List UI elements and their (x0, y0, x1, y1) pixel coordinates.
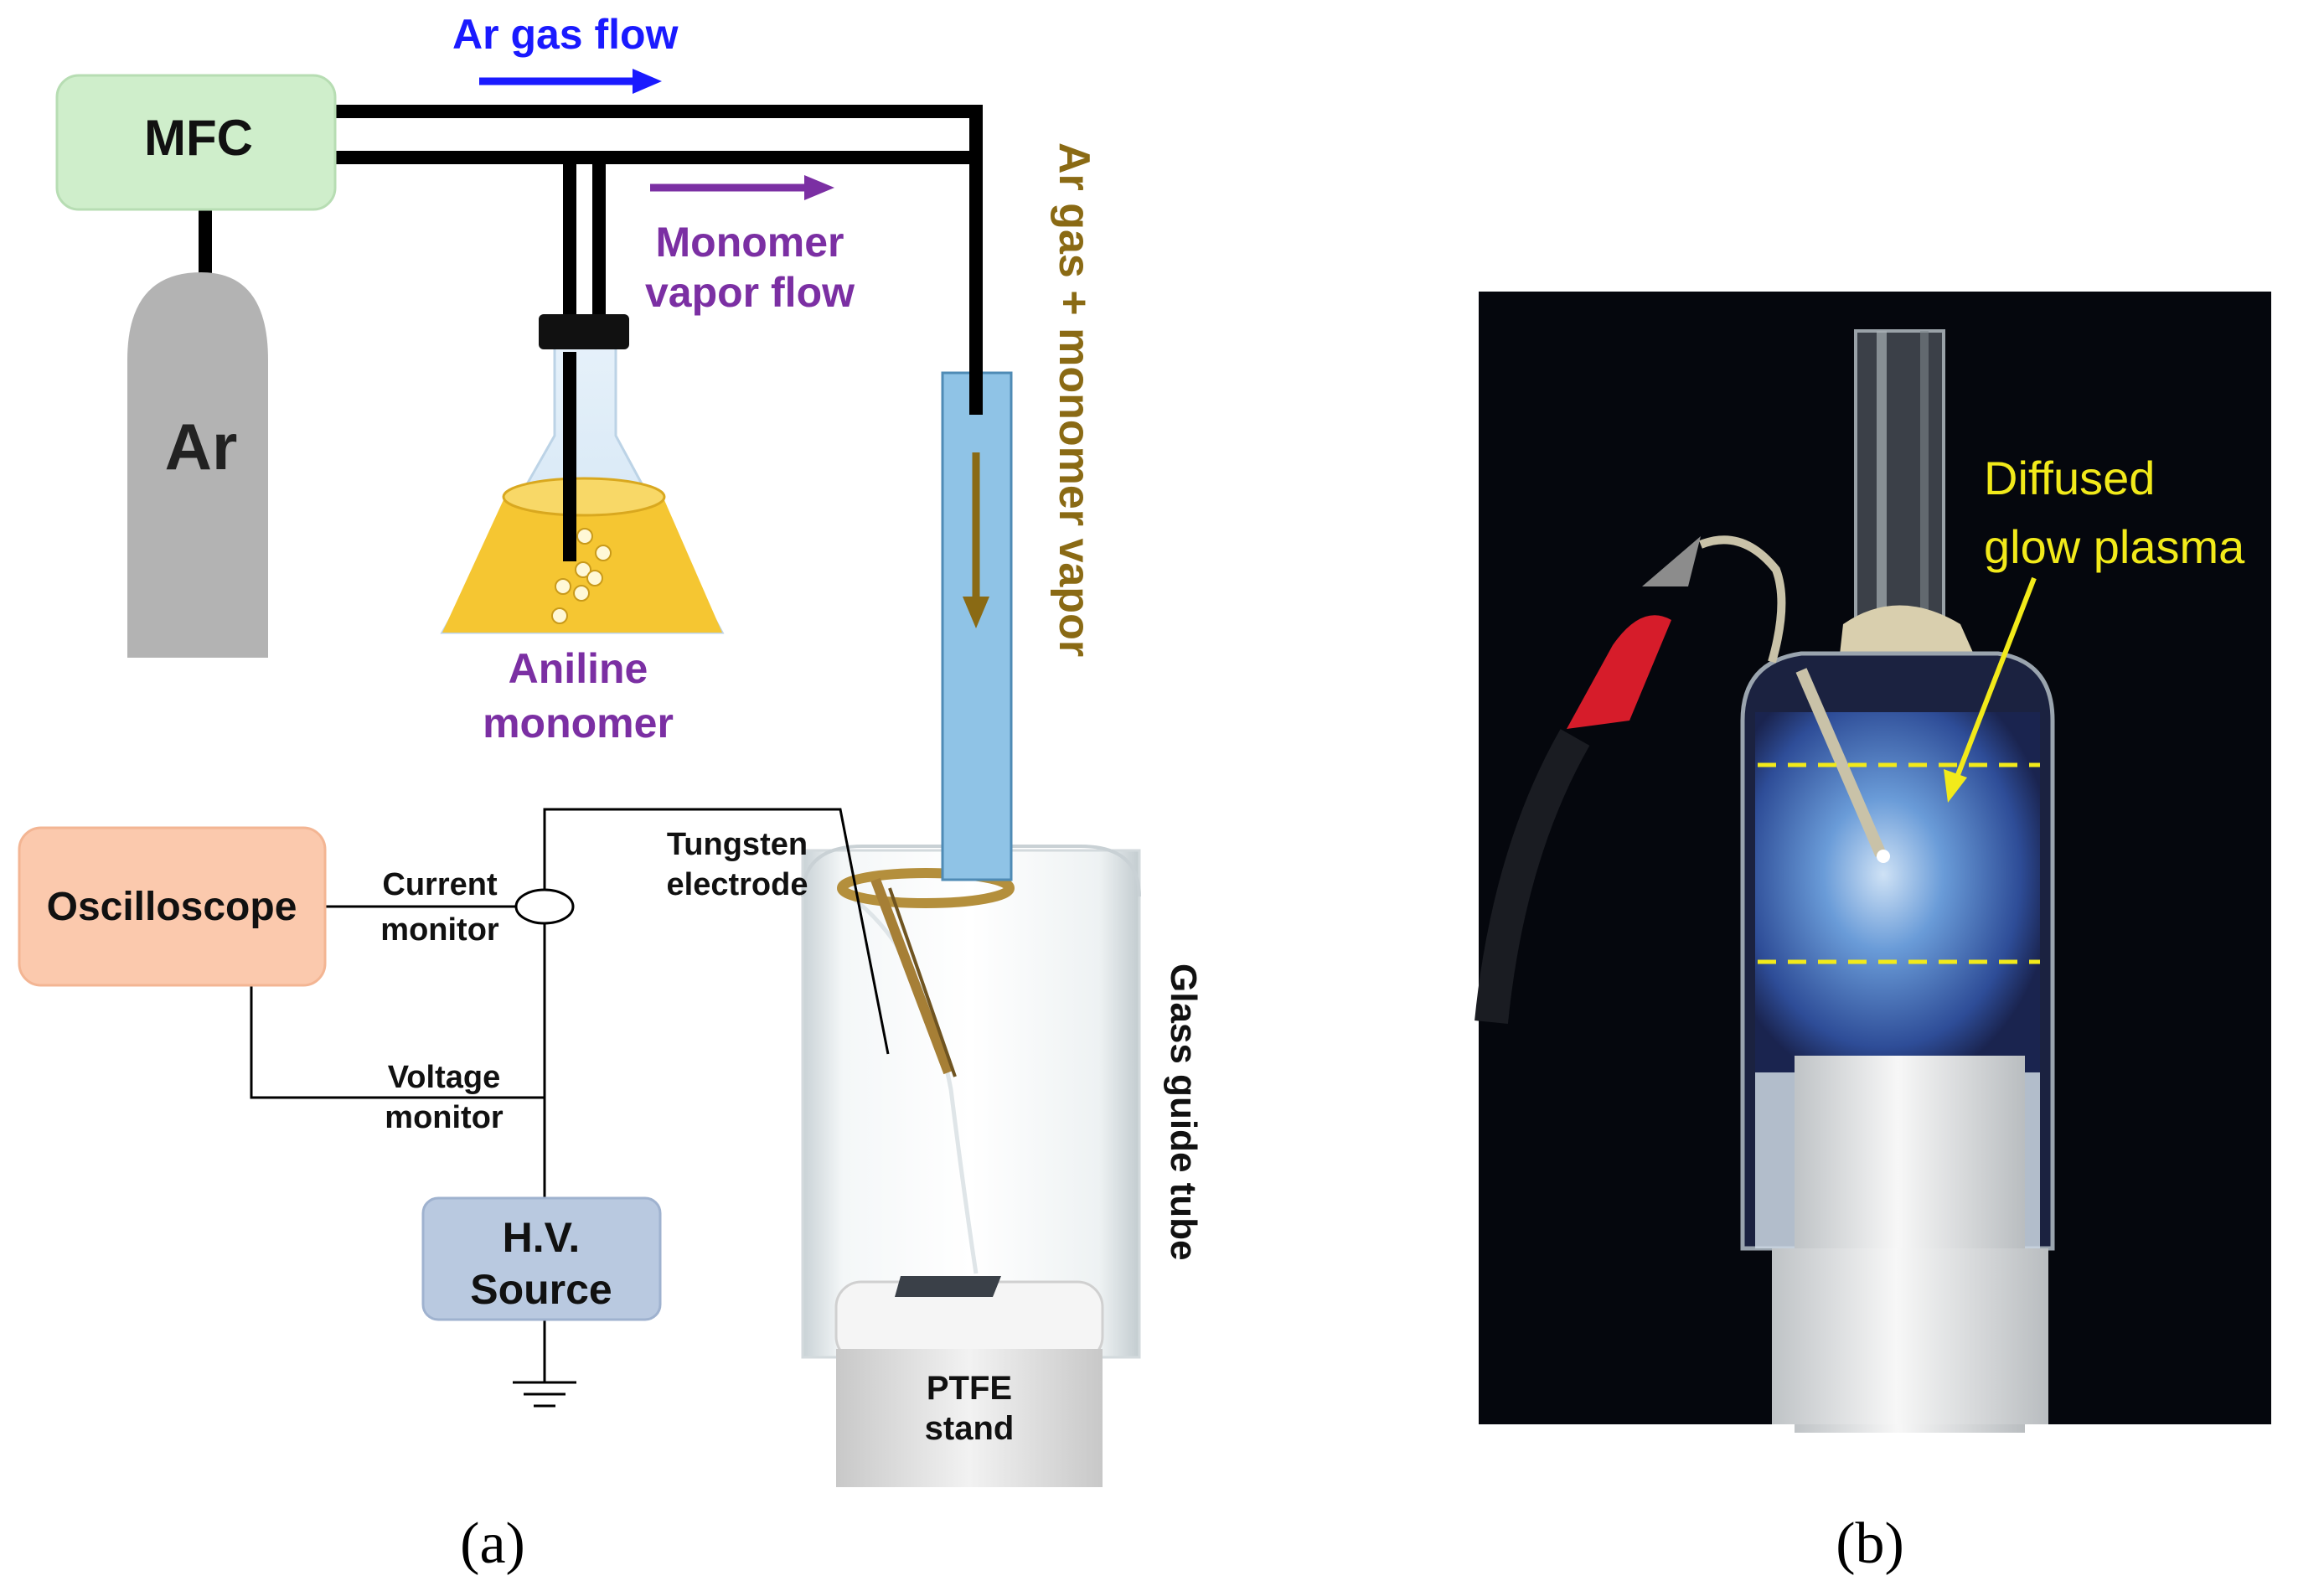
ar-gas-flow-label: Ar gas flow (452, 11, 679, 58)
erlenmeyer-flask (440, 338, 725, 634)
mixed-flow-label: Ar gas + monomer vapor (1050, 142, 1098, 657)
photo-ptfe-base (1772, 1248, 2048, 1424)
photo-wire (1699, 535, 1786, 664)
ar-cylinder (127, 272, 268, 658)
glass-guide-tube (801, 845, 1141, 1363)
current-monitor-coil (514, 888, 575, 925)
hv-source-label-2: Source (470, 1266, 612, 1313)
current-monitor-label-1: Current (382, 867, 498, 902)
photo-cable (1474, 729, 1590, 1024)
aniline-label-1: Aniline (509, 645, 648, 692)
mixed-flow-arrowhead (963, 597, 989, 628)
flask-stopper (539, 314, 629, 349)
tungsten-label-2: electrode (667, 867, 808, 902)
hv-source-label-1: H.V. (503, 1214, 581, 1261)
monomer-flow-arrowhead (804, 175, 834, 200)
wiring (250, 808, 890, 1408)
plasma-pointer-arrowhead (1944, 769, 1967, 803)
plasma-pointer-arrow (1954, 576, 2037, 781)
caption-b: (b) (1836, 1511, 1904, 1576)
photo-clip (1567, 615, 1671, 729)
mfc-label: MFC (144, 110, 253, 166)
photo-plasma-glow (1755, 712, 2040, 1072)
oscilloscope-box (18, 826, 327, 987)
ar-cylinder-label: Ar (165, 410, 238, 483)
voltage-monitor-label-2: monitor (385, 1100, 504, 1135)
glass-guide-tube-label: Glass guide tube (1163, 964, 1204, 1261)
oscilloscope-label: Oscilloscope (47, 885, 297, 929)
current-monitor-label-2: monitor (380, 912, 499, 948)
ptfe-label-2: stand (925, 1410, 1015, 1447)
plasma-label-2: glow plasma (1984, 520, 2245, 573)
monomer-flow-label-2: vapor flow (645, 269, 855, 316)
hv-source-box (421, 1196, 662, 1321)
plasma-label-1: Diffused (1984, 452, 2155, 504)
ar-gas-flow-arrowhead (633, 69, 662, 94)
aniline-label-2: monomer (483, 700, 674, 747)
caption-a: (a) (460, 1511, 525, 1576)
monomer-flow-label-1: Monomer (656, 219, 844, 266)
ptfe-label-1: PTFE (927, 1370, 1012, 1407)
photo-electrode (1795, 668, 1887, 857)
ar-line (328, 105, 983, 421)
voltage-monitor-label-1: Voltage (388, 1060, 500, 1095)
ptfe-stand (836, 1349, 1103, 1487)
panel-b: Diffused glow plasma (b) (1474, 292, 2271, 1576)
glue-blob (1839, 605, 1977, 662)
mfc-box (55, 74, 337, 211)
panel-a: MFC Ar Ar gas flow Monomer vapor flow An (18, 11, 1204, 1576)
sample-plate (895, 1276, 1001, 1297)
tungsten-label-1: Tungsten (667, 827, 808, 862)
